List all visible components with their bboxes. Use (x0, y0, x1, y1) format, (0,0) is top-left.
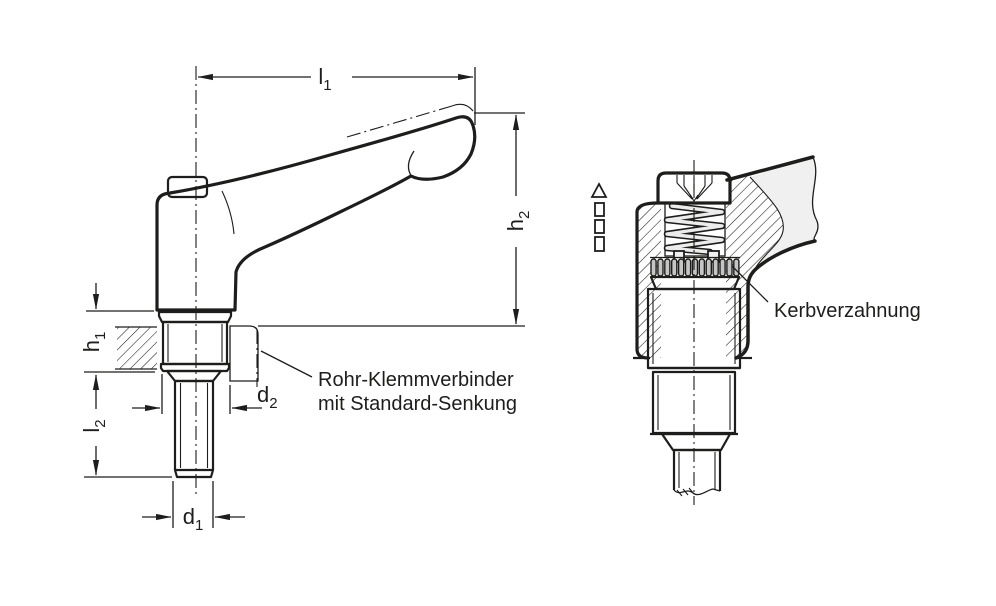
dim-h2: h2 (258, 112, 533, 327)
kerbverzahnung-annotation: Kerbverzahnung (731, 265, 921, 322)
cap-outline (656, 171, 732, 205)
lever-handle (155, 103, 477, 312)
triangle-icon (590, 182, 608, 198)
dim-h1-label: h1 (79, 332, 109, 353)
dim-d1: d1 (142, 481, 245, 534)
dim-d1-label: d1 (183, 504, 204, 534)
note-rohr-klemmverbinder: Rohr-Klemmverbinder mit Standard-Senkung (260, 350, 517, 415)
right-view-section: Kerbverzahnung (590, 155, 921, 505)
note-leader-line (260, 350, 313, 378)
dim-l1: l1 (197, 64, 476, 125)
serration-band (650, 256, 740, 278)
section-stud (672, 448, 722, 491)
dim-h2-label: h2 (503, 211, 533, 232)
lever-axis-line (346, 105, 453, 138)
note-line1: Rohr-Klemmverbinder (318, 369, 514, 391)
arm-blend-line (749, 176, 784, 268)
dim-l1-label: l1 (318, 64, 331, 94)
dim-d2-label: d2 (257, 382, 278, 412)
note-line2: mit Standard-Senkung (318, 393, 517, 415)
dim-l2: l2 (79, 374, 172, 478)
lever-outline (155, 115, 477, 312)
left-view-side: l1 h2 h1 l2 d2 (79, 64, 533, 534)
plate-left-hatch (117, 327, 157, 369)
arm-surface (750, 157, 818, 267)
kerbverzahnung-label: Kerbverzahnung (774, 300, 921, 322)
dim-d2: d2 (132, 374, 278, 414)
kerbverzahnung-leader-line (731, 265, 769, 303)
arm-break-line (811, 156, 819, 242)
arm-bottom-edge (734, 239, 817, 360)
stud-chamfer (660, 432, 732, 452)
square-icon (594, 236, 605, 252)
clamp-plate (115, 325, 259, 387)
arm-top-edge (725, 155, 815, 182)
left-wall-hatch (637, 203, 661, 358)
stud-break-line (673, 488, 721, 496)
square-icon (594, 202, 605, 217)
dim-h1: h1 (79, 283, 155, 373)
hub-fillet-line (221, 190, 235, 235)
square-icon (594, 219, 605, 234)
spring-coil (665, 204, 724, 254)
hex-socket-hidden-lines (676, 175, 713, 202)
serration-teeth (650, 258, 740, 277)
dim-l2-label: l2 (79, 419, 109, 432)
position-indicator-symbol (590, 182, 608, 252)
section-cap (656, 171, 732, 205)
spring-assembly (663, 202, 726, 263)
grip-notch-line (407, 150, 415, 178)
bushing (157, 310, 233, 373)
plate-right-hatch (229, 325, 259, 382)
threaded-stud (165, 369, 223, 479)
